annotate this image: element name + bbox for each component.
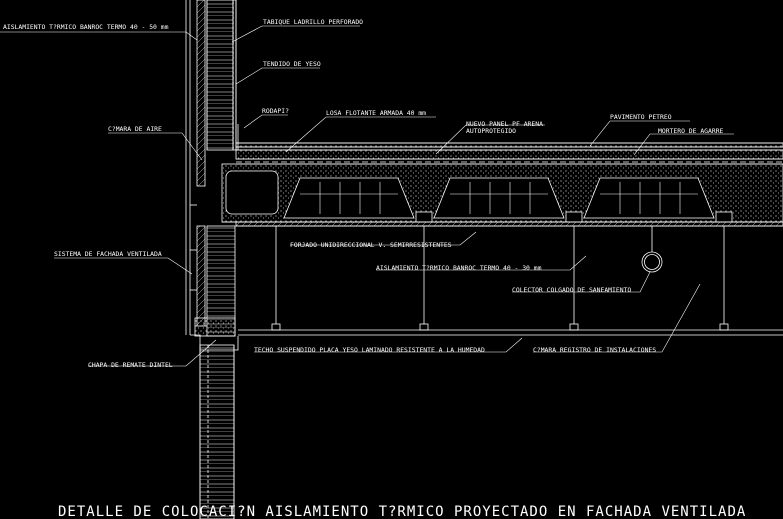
label-aislamiento-top: AISLAMIENTO T?RMICO BANROC TERMO 40 - 50…: [3, 23, 169, 31]
label-camara-aire: C?MARA DE AIRE: [108, 125, 162, 133]
label-tendido: TENDIDO DE YESO: [263, 60, 321, 68]
label-colector: COLECTOR COLGADO DE SANEAMIENTO: [512, 286, 631, 294]
floor-build-up: [235, 142, 783, 165]
slab: [221, 163, 783, 227]
label-chapa: CHAPA DE REMATE DINTEL: [88, 361, 173, 369]
label-forjado: FORJADO UNIDIRECCIONAL V. SEMIRRESISTENT…: [290, 241, 452, 249]
label-sistema-fachada: SISTEMA DE FACHADA VENTILADA: [54, 250, 162, 258]
drawing-title: DETALLE DE COLOCACI?N AISLAMIENTO T?RMIC…: [58, 504, 746, 519]
label-techo: TECHO SUSPENDIDO PLACA YESO LAMINADO RES…: [254, 346, 485, 354]
labels: AISLAMIENTO T?RMICO BANROC TERMO 40 - 50…: [3, 18, 746, 519]
label-losa: LOSA FLOTANTE ARMADA 40 mm: [326, 109, 426, 117]
label-camara-registro: C?MARA REGISTRO DE INSTALACIONES: [533, 346, 656, 354]
suspended-ceiling: [238, 226, 783, 336]
label-rodapie: RODAPI?: [262, 107, 289, 115]
label-mortero: MORTERO DE AGARRE: [658, 127, 724, 135]
drain-pipe: [641, 251, 663, 273]
lower-wall: [190, 204, 239, 519]
label-pavimento: PAVIMENTO PETREO: [610, 113, 672, 121]
leader-lines: [0, 25, 734, 367]
label-tabique: TABIQUE LADRILLO PERFORADO: [263, 18, 363, 26]
label-nuevo-panel-2: AUTOPROTEGIDO: [466, 127, 516, 135]
label-nuevo-panel-1: NUEVO PANEL PF ARENA: [466, 120, 543, 128]
label-aislamiento-mid: AISLAMIENTO T?RMICO BANROC TERMO 40 - 30…: [376, 264, 542, 272]
